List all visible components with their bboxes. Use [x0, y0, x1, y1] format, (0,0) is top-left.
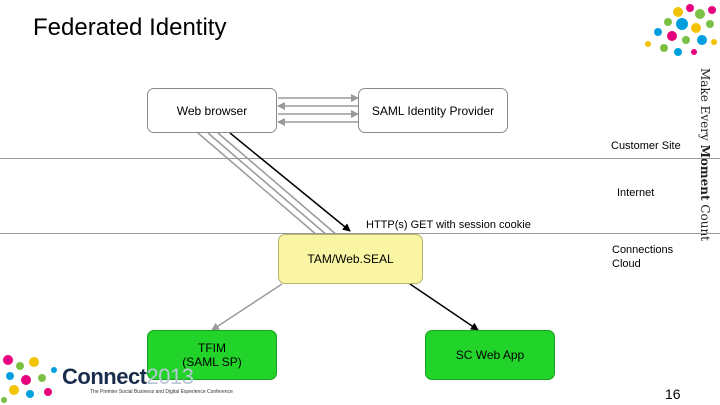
internet-divider — [0, 233, 720, 234]
web-browser-node: Web browser — [147, 88, 277, 133]
tfim-label-line2: (SAML SP) — [182, 355, 242, 369]
saml-idp-node: SAML Identity Provider — [358, 88, 508, 133]
http-get-label: HTTP(s) GET with session cookie — [366, 219, 531, 231]
connect-logo: Connect2013 — [62, 364, 194, 389]
tfim-node: TFIM (SAML SP) — [147, 330, 277, 380]
sc-web-app-label: SC Web App — [455, 348, 525, 362]
browser-to-webseal-arrow — [229, 132, 351, 232]
connect-tagline: The Premier Social Business and Digital … — [90, 389, 233, 395]
internet-label: Internet — [617, 187, 655, 199]
tfim-label-line1: TFIM — [198, 341, 226, 355]
bottom-left-logo-graphic — [1, 355, 57, 403]
web-browser-label: Web browser — [176, 103, 248, 118]
webseal-to-tfim-arrow — [211, 283, 283, 331]
connections-cloud-label: Connections Cloud — [612, 244, 674, 270]
browser-to-webseal-line-2 — [207, 132, 329, 237]
saml-idp-label: SAML Identity Provider — [371, 103, 495, 118]
tam-webseal-label: TAM/Web.SEAL — [307, 252, 394, 266]
customer-site-divider — [0, 158, 720, 159]
browser-to-webseal-line-3 — [217, 132, 339, 237]
customer-site-label: Customer Site — [611, 140, 681, 152]
page-number: 16 — [665, 386, 681, 402]
top-right-logo-graphic — [645, 4, 717, 56]
browser-to-webseal-line-1 — [197, 132, 319, 237]
tam-webseal-node: TAM/Web.SEAL — [278, 234, 423, 284]
webseal-to-scapp-arrow — [409, 283, 479, 331]
slide-title: Federated Identity — [33, 14, 227, 41]
sc-web-app-node: SC Web App — [425, 330, 555, 380]
